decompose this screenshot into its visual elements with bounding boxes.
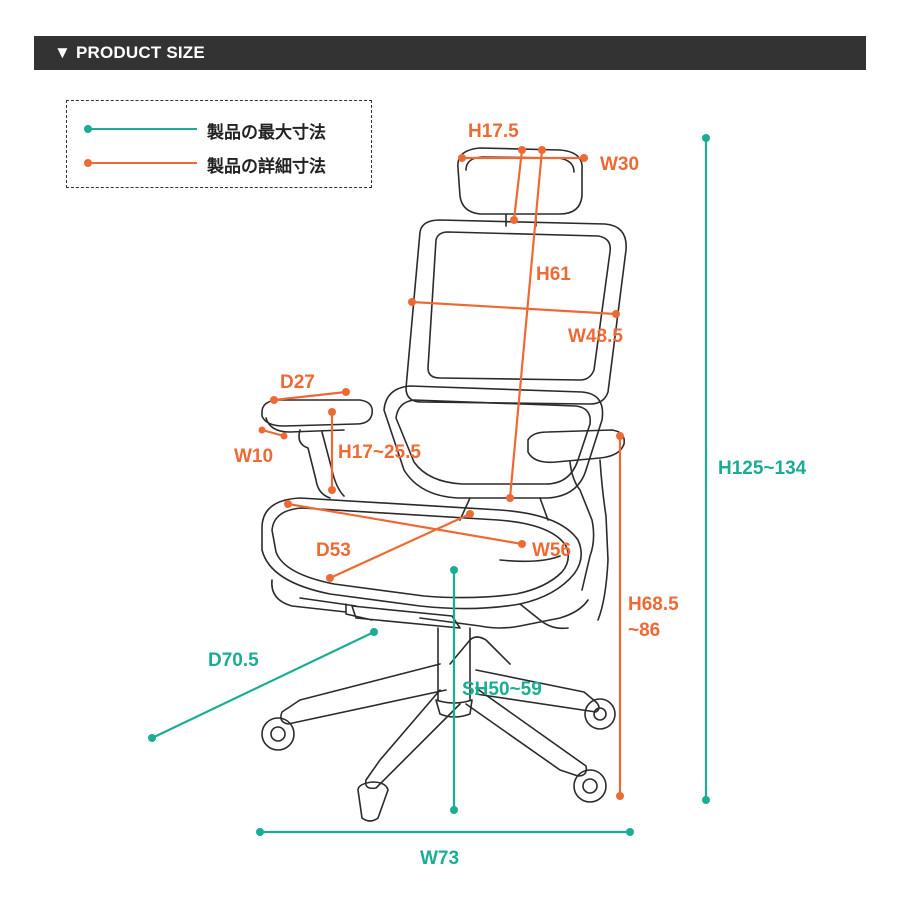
seat-height-dot-bottom xyxy=(450,806,458,814)
headrest-height-line xyxy=(512,149,524,221)
back-width-line xyxy=(411,300,617,316)
legend-line-detail xyxy=(87,162,197,164)
armrest-depth-line xyxy=(273,390,347,402)
seat-depth-dot-top xyxy=(466,510,474,518)
arm-floor-height-label-1: H68.5 xyxy=(628,594,679,615)
section-title: ▼ PRODUCT SIZE xyxy=(54,43,205,62)
seat-depth-line xyxy=(329,512,471,580)
armrest-depth-dot-right xyxy=(342,388,350,396)
legend-box: 製品の最大寸法 製品の詳細寸法 xyxy=(66,100,372,188)
armrest-height-label: H17~25.5 xyxy=(338,442,421,463)
seat-width-dot-left xyxy=(284,500,292,508)
back-height-dot-bottom xyxy=(506,494,514,502)
back-height-line xyxy=(508,149,544,499)
legend-label-max: 製品の最大寸法 xyxy=(207,123,326,143)
total-height-dot-top xyxy=(702,134,710,142)
arm-floor-height-dot-bottom xyxy=(616,792,624,800)
headrest-height-dot-top xyxy=(518,146,526,154)
arm-floor-height-dot-top xyxy=(616,432,624,440)
detail-dimensions xyxy=(258,146,624,800)
armrest-width-dot-left xyxy=(258,426,266,434)
total-depth-dot-left xyxy=(148,734,156,742)
seat-height-dot-top xyxy=(450,566,458,574)
max-labels: H125~134 D70.5 SH50~59 W73 xyxy=(208,458,807,869)
total-height-label: H125~134 xyxy=(718,458,807,479)
armrest-width-dot-right xyxy=(280,432,288,440)
legend-label-detail: 製品の詳細寸法 xyxy=(207,157,326,177)
headrest-width-label: W30 xyxy=(600,154,639,175)
armrest-depth-dot-left xyxy=(270,396,278,404)
total-width-label: W73 xyxy=(420,848,459,869)
total-depth-line xyxy=(151,631,375,739)
total-width-dot-left xyxy=(256,828,264,836)
max-dimensions xyxy=(148,134,710,836)
armrest-height-dot-top xyxy=(328,408,336,416)
back-width-dot-right xyxy=(612,310,620,318)
seat-width-label: W56 xyxy=(532,540,571,561)
total-width-dot-right xyxy=(626,828,634,836)
seat-height-label: SH50~59 xyxy=(462,679,542,700)
armrest-width-line xyxy=(261,428,285,438)
headrest-width-dot-left xyxy=(458,154,466,162)
section-header: ▼ PRODUCT SIZE xyxy=(34,36,866,70)
total-depth-dot-right xyxy=(370,628,378,636)
seat-depth-dot-bottom xyxy=(326,574,334,582)
legend-dot-max xyxy=(84,125,92,133)
headrest-width-dot-right xyxy=(580,154,588,162)
chair-illustration xyxy=(261,147,627,822)
armrest-height-dot-bottom xyxy=(328,486,336,494)
seat-width-dot-right xyxy=(518,540,526,548)
back-width-dot-left xyxy=(408,298,416,306)
armrest-width-label: W10 xyxy=(234,446,273,467)
seat-depth-label: D53 xyxy=(316,540,351,561)
legend-dot-detail xyxy=(84,159,92,167)
arm-floor-height-label-2: ~86 xyxy=(628,620,660,641)
headrest-height-label: H17.5 xyxy=(468,121,519,142)
detail-labels: H17.5 W30 H61 W48.5 D27 W10 H17~25.5 D53… xyxy=(234,121,679,641)
headrest-height-dot-bottom xyxy=(510,216,518,224)
total-depth-label: D70.5 xyxy=(208,650,259,671)
total-height-dot-bottom xyxy=(702,796,710,804)
legend-line-max xyxy=(87,128,197,130)
armrest-depth-label: D27 xyxy=(280,372,315,393)
seat-width-line xyxy=(287,502,523,546)
back-width-label: W48.5 xyxy=(568,326,623,347)
back-height-dot-top xyxy=(538,146,546,154)
back-height-label: H61 xyxy=(536,264,571,285)
